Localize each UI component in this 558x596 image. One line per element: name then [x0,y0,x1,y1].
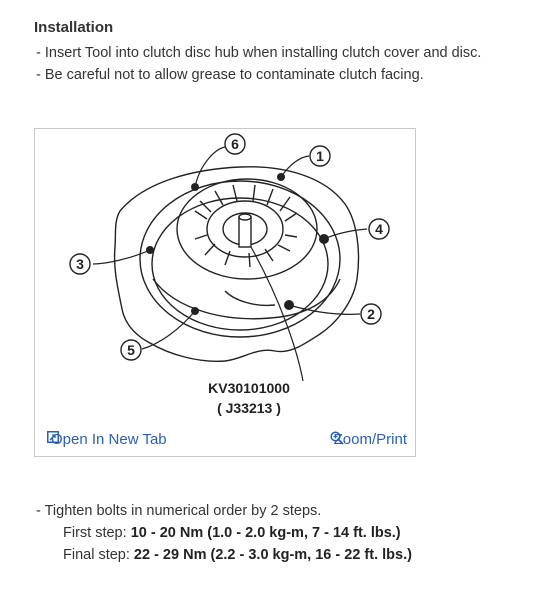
steps-intro: - Tighten bolts in numerical order by 2 … [36,503,322,519]
callout-2-circle [360,303,382,325]
section-heading: Installation [34,19,114,36]
leader-4 [323,228,368,240]
leader-3 [92,249,151,265]
cover-inner-rim [151,197,329,331]
leader-1 [280,155,310,178]
callout-5-circle [120,339,142,361]
instruction-list: - Insert Tool into clutch disc hub when … [36,42,481,86]
clutch-diagram-figure: 1 2 3 4 5 6 KV30101000 ( J33213 ) Open I… [34,128,416,457]
callout-4-circle [368,218,390,240]
leader-6 [194,146,226,188]
open-in-new-tab-link[interactable]: Open In New Tab [47,431,167,448]
instruction-item: - Insert Tool into clutch disc hub when … [36,45,482,61]
callout-1-circle [309,145,331,167]
callout-4: 4 [375,221,383,237]
cover-lip [224,290,276,307]
final-step-prefix: Final step: [63,547,134,563]
diaphragm-spring [176,178,318,280]
spring-fingers [194,184,298,268]
first-step-line: First step: 10 - 20 Nm (1.0 - 2.0 kg-m, … [36,522,412,544]
callout-1: 1 [316,148,324,164]
callout-6: 6 [231,136,239,152]
instruction-item: - Be careful not to allow grease to cont… [36,67,424,83]
first-step-prefix: First step: [63,525,131,541]
final-step-value: 22 - 29 Nm (2.2 - 3.0 kg-m, 16 - 22 ft. … [133,547,412,563]
callout-6-circle [224,133,246,155]
torque-steps: - Tighten bolts in numerical order by 2 … [36,500,412,566]
open-in-new-tab-label: Open In New Tab [51,431,167,448]
callout-3: 3 [76,256,84,272]
final-step-line: Final step: 22 - 29 Nm (2.2 - 3.0 kg-m, … [36,544,412,566]
housing-outline [113,166,360,363]
pressure-plate-edge [152,278,341,320]
leader-5 [141,310,196,350]
hub-ring [206,200,284,258]
callout-3-circle [69,253,91,275]
zoom-print-label: Zoom/Print [333,431,407,448]
tool-part-number: KV30101000 [208,380,290,396]
callout-2: 2 [367,306,375,322]
leader-2 [288,304,361,315]
first-step-value: 10 - 20 Nm (1.0 - 2.0 kg-m, 7 - 14 ft. l… [130,525,401,541]
leader-tool [250,246,304,382]
figure-toolbar: Open In New Tab Zoom/Print [35,429,415,456]
clutch-cover-diagram: 1 2 3 4 5 6 KV30101000 ( J33213 ) [69,133,390,416]
callout-5: 5 [127,342,135,358]
tool-tip [238,213,252,221]
tool-shaft [238,216,252,248]
tool-alt-part-number: ( J33213 ) [217,400,281,416]
zoom-print-link[interactable]: Zoom/Print [330,431,407,448]
cover-rim [139,180,341,338]
